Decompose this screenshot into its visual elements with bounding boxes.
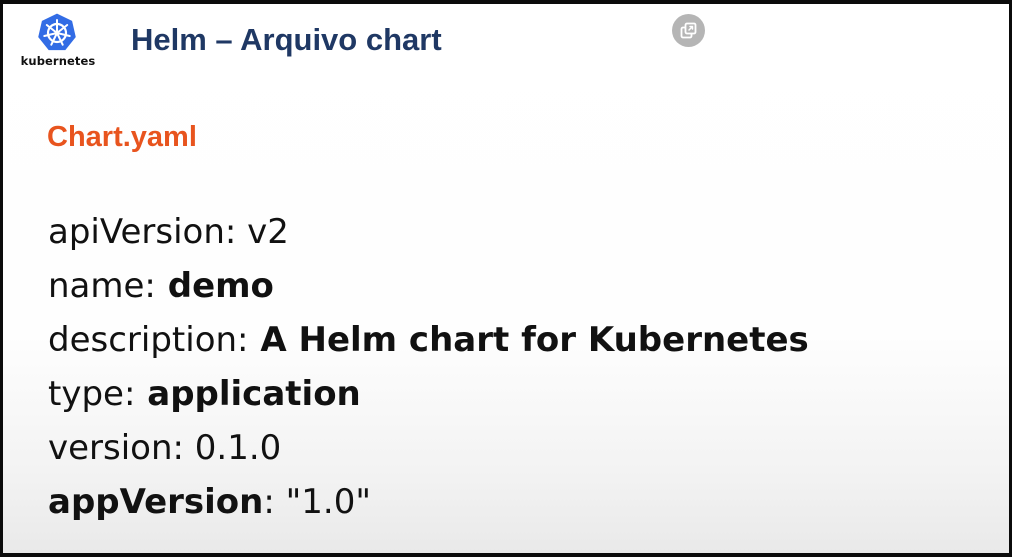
logo-text: kubernetes bbox=[20, 54, 96, 68]
yaml-key: apiVersion: bbox=[48, 212, 237, 252]
slide-title: Helm – Arquivo chart bbox=[131, 22, 442, 57]
kubernetes-wheel-icon bbox=[37, 12, 77, 52]
popout-button[interactable] bbox=[672, 14, 705, 47]
yaml-key: appVersion bbox=[48, 482, 264, 522]
yaml-value: 0.1.0 bbox=[183, 428, 282, 468]
yaml-line-description: description: A Helm chart for Kubernetes bbox=[48, 313, 809, 367]
yaml-key: type: bbox=[48, 374, 136, 414]
popout-icon bbox=[680, 22, 697, 39]
kubernetes-logo: kubernetes bbox=[17, 12, 99, 70]
yaml-line-version: version: 0.1.0 bbox=[48, 421, 809, 475]
yaml-line-appversion: appVersion: "1.0" bbox=[48, 475, 809, 529]
yaml-value: : "1.0" bbox=[263, 482, 371, 522]
yaml-line-name: name: demo bbox=[48, 259, 809, 313]
yaml-line-apiversion: apiVersion: v2 bbox=[48, 205, 809, 259]
yaml-key: name: bbox=[48, 266, 156, 306]
yaml-key: version: bbox=[48, 428, 184, 468]
yaml-value: A Helm chart for Kubernetes bbox=[248, 320, 809, 360]
slide-subtitle: Chart.yaml bbox=[47, 121, 197, 153]
yaml-value: application bbox=[135, 374, 361, 414]
yaml-value: v2 bbox=[236, 212, 289, 252]
yaml-key: description: bbox=[48, 320, 249, 360]
yaml-value: demo bbox=[155, 266, 274, 306]
yaml-line-type: type: application bbox=[48, 367, 809, 421]
yaml-content: apiVersion: v2 name: demo description: A… bbox=[48, 205, 809, 529]
slide: kubernetes Helm – Arquivo chart Chart.ya… bbox=[3, 4, 1009, 553]
